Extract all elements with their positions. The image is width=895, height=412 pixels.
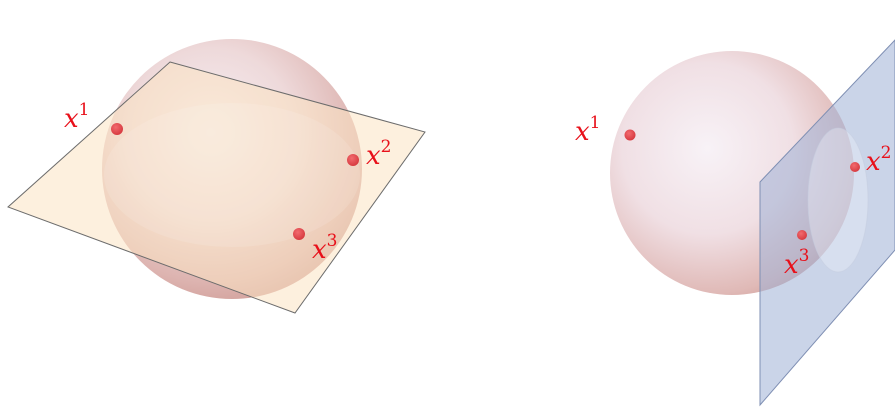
right-panel: x1 x2 x3 [575,39,895,407]
right-vertical-plane [759,39,895,407]
right-point-x2 [850,162,860,172]
left-sphere-cut-shade [104,103,360,247]
right-plane-cut-ellipse [807,127,869,273]
left-label-x1: x1 [64,100,90,134]
left-label-x3: x3 [312,231,338,265]
left-panel: x1 x2 x3 [7,39,426,314]
right-label-x2: x2 [866,143,892,177]
right-point-x3 [797,230,807,240]
left-point-x3 [293,228,305,240]
right-label-x3: x3 [784,246,810,280]
left-point-x1 [111,123,123,135]
left-horizontal-plane [7,61,426,314]
right-label-x1: x1 [575,113,601,147]
left-point-x2 [347,154,359,166]
left-label-x2: x2 [366,137,392,171]
right-point-x1 [624,129,636,141]
